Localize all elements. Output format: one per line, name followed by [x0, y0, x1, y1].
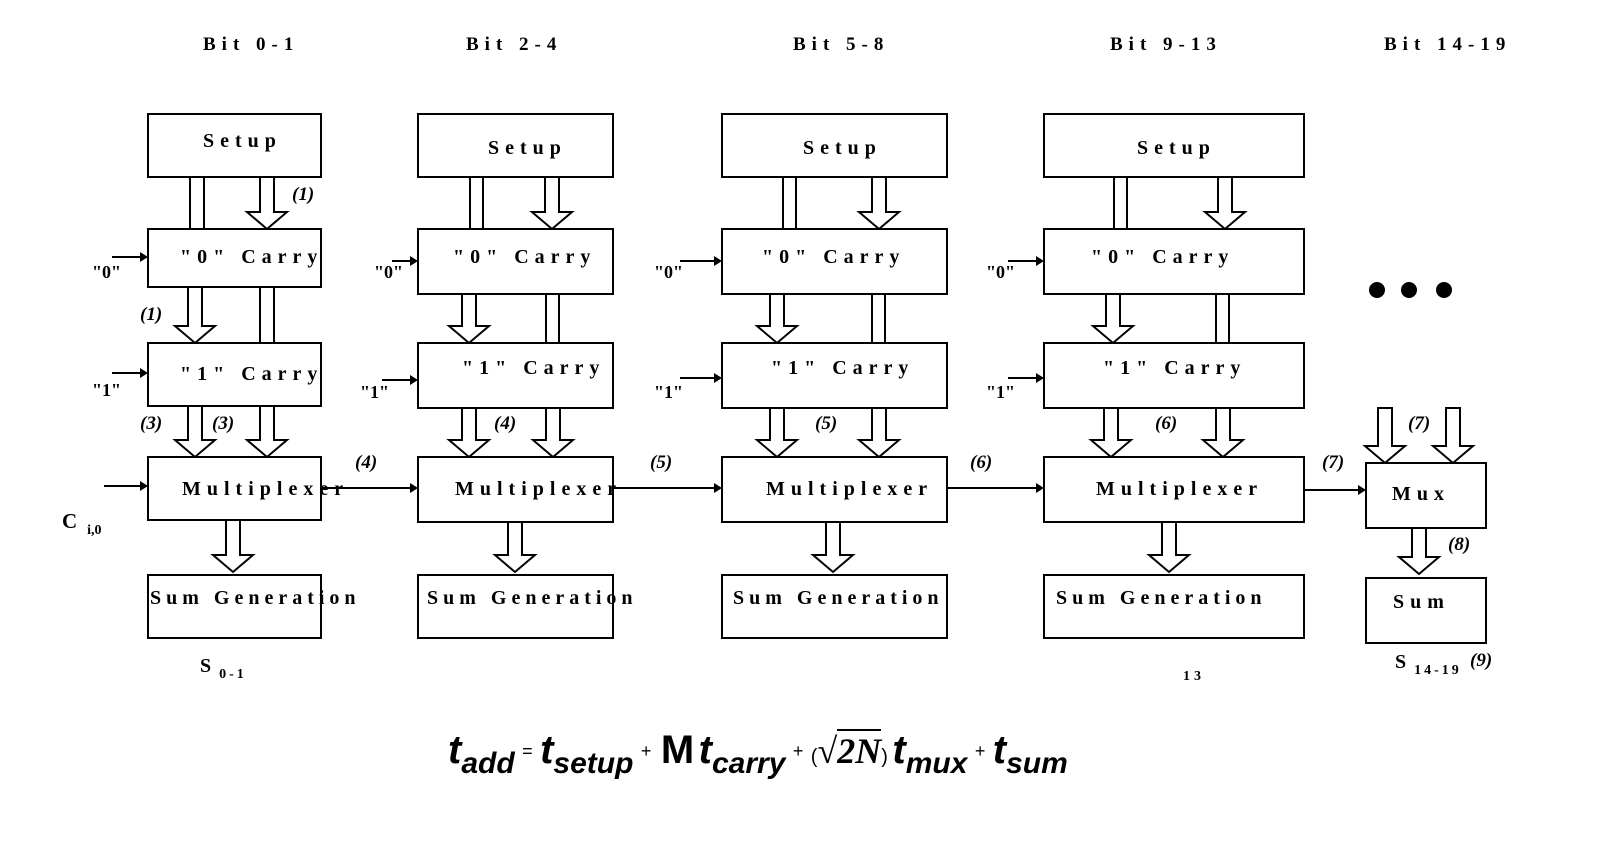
formula-sub-sum: sum: [1006, 747, 1068, 780]
delay-label: (3): [212, 413, 234, 434]
sum-block-label: Sum Generation: [733, 587, 944, 609]
formula-sub-carry: carry: [711, 747, 786, 780]
sum-block-label: Sum Generation: [1056, 587, 1267, 609]
input-zero-label: "0": [654, 262, 683, 282]
delay-label: (5): [650, 452, 672, 473]
formula-sub-add: add: [461, 747, 515, 780]
delay-label: (5): [815, 413, 837, 434]
header-bit-2-4: Bit 2-4: [466, 34, 562, 55]
formula-sub-setup: setup: [553, 747, 634, 780]
formula-equals: =: [522, 741, 533, 761]
formula-M: M: [660, 728, 695, 772]
input-one-label: "1": [360, 382, 389, 402]
carry1-block-label: "1" Carry: [1103, 357, 1246, 379]
carry0-block-label: "0" Carry: [762, 246, 905, 268]
formula-t-carry: t: [698, 728, 712, 772]
adder-delay-formula: tadd = tsetup + M tcarry + (√2N) tmux + …: [448, 728, 1168, 788]
input-one-label: "1": [654, 382, 683, 402]
delay-label: (6): [970, 452, 992, 473]
formula-t-mux: t: [892, 728, 906, 772]
setup-block-label: Setup: [803, 137, 882, 159]
delay-label: (1): [140, 304, 162, 325]
page-number: 13: [1183, 669, 1205, 684]
delay-label: (4): [355, 452, 377, 473]
input-one-label: "1": [92, 380, 121, 400]
delay-label: (7): [1322, 452, 1344, 473]
delay-label: (8): [1448, 534, 1470, 555]
input-zero-label: "0": [986, 262, 1015, 282]
carry0-block-label: "0" Carry: [453, 246, 596, 268]
mux-block-label: Multiplexer: [455, 478, 622, 500]
last-mux-label: Mux: [1392, 483, 1450, 505]
setup-block-label: Setup: [488, 137, 567, 159]
formula-sub-mux: mux: [905, 747, 968, 780]
last-sum-label: Sum: [1393, 591, 1450, 613]
mux-block-label: Multiplexer: [1096, 478, 1263, 500]
header-bit-0-1: Bit 0-1: [203, 34, 299, 55]
setup-block-label: Setup: [1137, 137, 1216, 159]
mux-block-label: Multiplexer: [182, 478, 349, 500]
delay-label: (7): [1408, 413, 1430, 434]
stage-bit-2-4: Setup "0" Carry "0" "1" Carry "1" (4) Mu…: [360, 113, 638, 639]
carry1-block-label: "1" Carry: [180, 363, 323, 385]
input-zero-label: "0": [374, 262, 403, 282]
formula-t-add: t: [448, 728, 462, 772]
ellipsis-dots: [1369, 282, 1452, 298]
formula-t-setup: t: [540, 728, 554, 772]
delay-label: (4): [494, 413, 516, 434]
carry1-block-label: "1" Carry: [462, 357, 605, 379]
formula-plus: +: [792, 741, 804, 761]
formula-paren-open: (: [810, 746, 818, 768]
formula-radicand: 2N: [837, 729, 882, 771]
setup-block-label: Setup: [203, 130, 282, 152]
carry1-block-label: "1" Carry: [771, 357, 914, 379]
stage-bit-5-8: Setup "0" Carry "0" "1" Carry "1" (5) Mu…: [654, 113, 948, 639]
mux-block-label: Multiplexer: [766, 478, 933, 500]
delay-label: (6): [1155, 413, 1177, 434]
carry0-block-label: "0" Carry: [180, 246, 323, 268]
stage-bit-0-1: Setup (1) "0" Carry "0" (1) "1" Carry "1…: [62, 113, 361, 682]
stage-bit-9-13: Setup "0" Carry "0" "1" Carry "1" (6) Mu…: [986, 113, 1305, 639]
formula-paren-close: ): [881, 746, 888, 768]
header-bit-9-13: Bit 9-13: [1110, 34, 1222, 55]
delay-label: (3): [140, 413, 162, 434]
carry0-block-label: "0" Carry: [1091, 246, 1234, 268]
header-bit-14-19: Bit 14-19: [1384, 34, 1511, 55]
sum-block-label: Sum Generation: [150, 587, 361, 609]
input-one-label: "1": [986, 382, 1015, 402]
formula-plus: +: [640, 741, 652, 761]
output-delay-label: (9): [1470, 650, 1492, 671]
input-zero-label: "0": [92, 262, 121, 282]
header-bit-5-8: Bit 5-8: [793, 34, 889, 55]
formula-plus: +: [974, 741, 986, 761]
formula-t-sum: t: [992, 728, 1007, 772]
formula-radical: √: [817, 731, 838, 771]
delay-label: (1): [292, 184, 314, 205]
sum-block-label: Sum Generation: [427, 587, 638, 609]
